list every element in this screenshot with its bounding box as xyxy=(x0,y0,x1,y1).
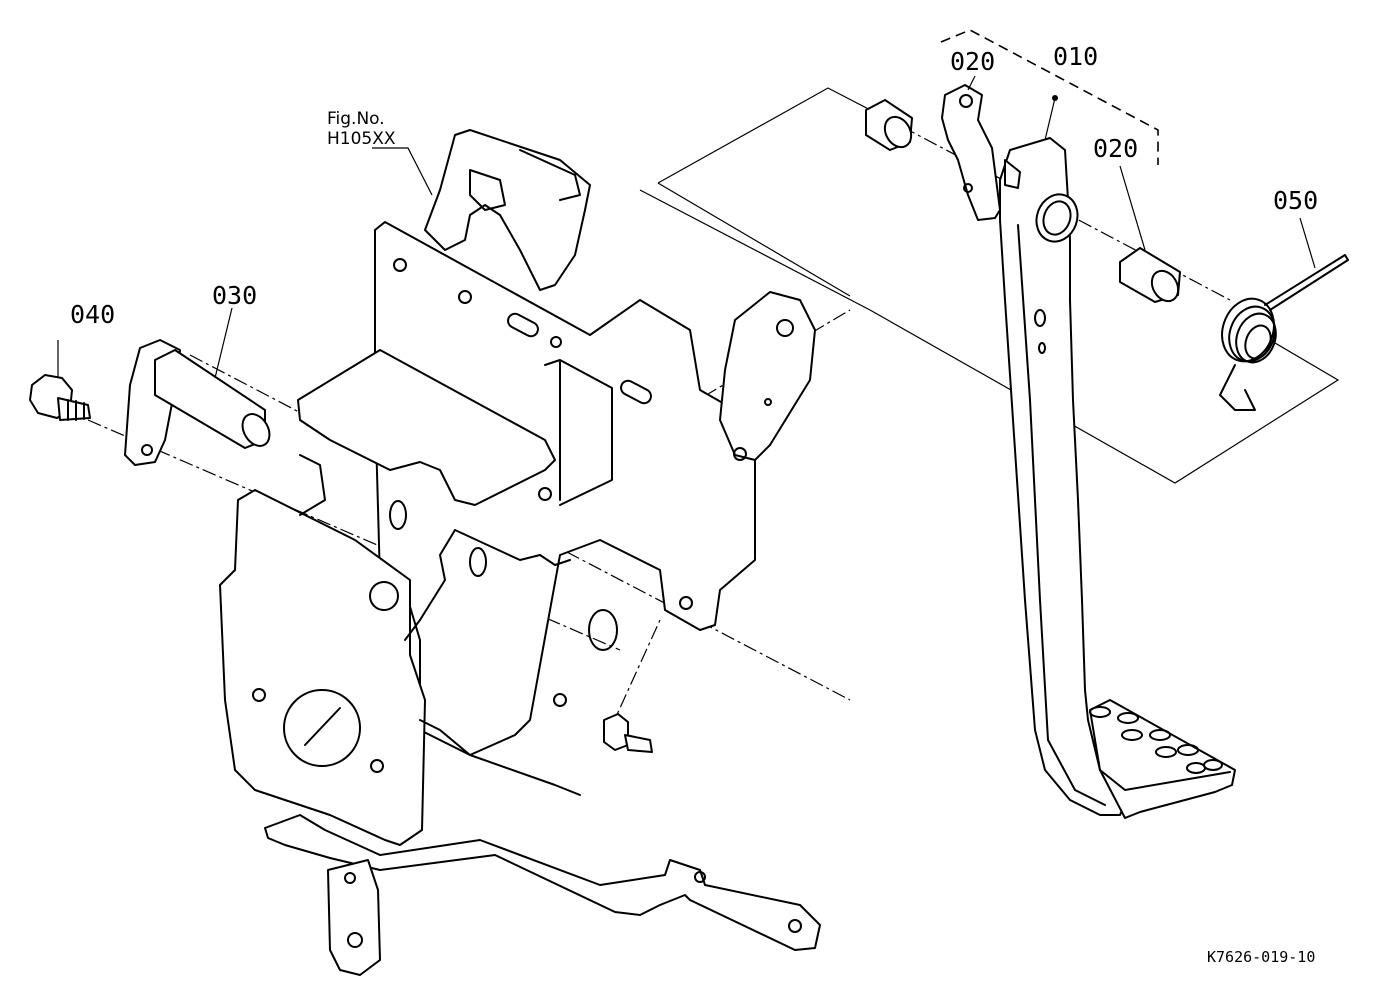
group-bracket xyxy=(940,29,1159,165)
pivot-pin xyxy=(124,339,271,466)
figure-reference-line2: H105XX xyxy=(327,128,396,149)
bushing-upper xyxy=(865,99,913,151)
return-spring xyxy=(1219,254,1349,411)
leader-lines xyxy=(57,75,1316,379)
flange-bolt xyxy=(29,374,91,421)
callout-030[interactable]: 030 xyxy=(212,281,258,310)
figure-reference-line1: Fig.No. xyxy=(327,109,385,129)
callout-010[interactable]: 010 xyxy=(1053,42,1099,71)
figure-reference: Fig.No. H105XX xyxy=(327,109,396,149)
callout-040[interactable]: 040 xyxy=(70,300,116,329)
callout-020-lower[interactable]: 020 xyxy=(1093,134,1139,163)
brake-pedal-arm xyxy=(941,84,1236,819)
pedal-bracket xyxy=(219,129,821,976)
bushing-lower xyxy=(1119,247,1181,303)
callout-020-upper[interactable]: 020 xyxy=(950,47,996,76)
callout-050[interactable]: 050 xyxy=(1273,186,1319,215)
drawing-code: K7626-019-10 xyxy=(1207,948,1316,966)
callout-dot xyxy=(1052,95,1058,101)
